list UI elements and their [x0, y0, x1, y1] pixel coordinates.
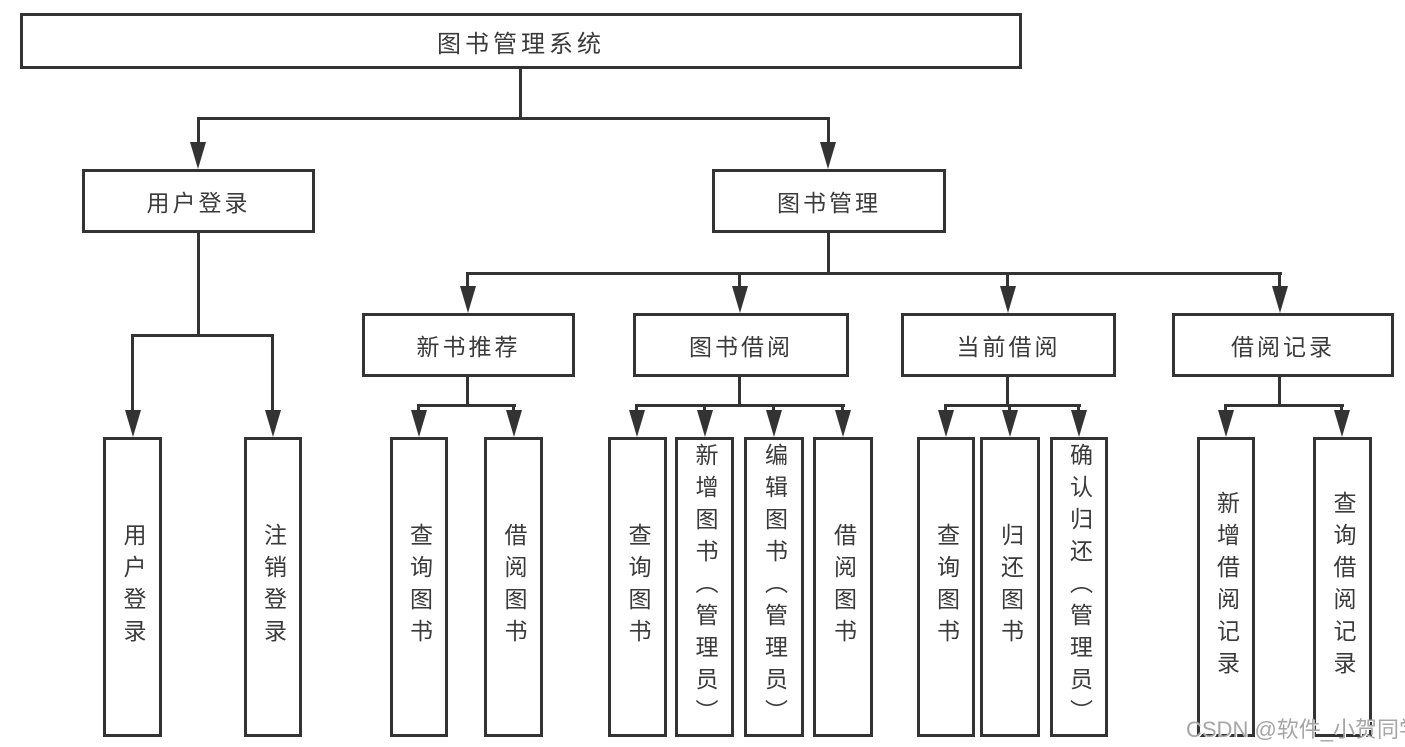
- connector-line: [635, 404, 638, 414]
- leaf-query-books-borrow: 查询图书: [608, 437, 667, 737]
- leaf-label: 查询借阅记录: [1330, 491, 1356, 683]
- connector-line: [1008, 404, 1011, 414]
- connector-line: [197, 233, 200, 335]
- leaf-label: 编辑图书（管理员）: [761, 443, 788, 731]
- csdn-watermark: CSDN @软件_小贺同学: [1186, 717, 1405, 742]
- leaf-query-books-current: 查询图书: [917, 437, 975, 737]
- node-label: 图书借阅: [689, 334, 793, 360]
- connector-line: [512, 404, 515, 414]
- arrow-down-icon: [190, 142, 206, 169]
- leaf-label: 查询图书: [625, 523, 651, 651]
- leaf-add-borrow-record: 新增借阅记录: [1197, 437, 1255, 737]
- leaf-label: 新增图书（管理员）: [692, 443, 718, 731]
- node-label: 图书管理: [777, 190, 881, 216]
- connector-line: [703, 404, 706, 414]
- connector-line: [1006, 377, 1009, 406]
- connector-line: [772, 404, 775, 414]
- arrow-down-icon: [697, 410, 713, 437]
- arrow-down-icon: [820, 142, 836, 169]
- arrow-down-icon: [265, 410, 281, 437]
- leaf-label: 新增借阅记录: [1213, 491, 1240, 683]
- connector-line: [466, 272, 469, 290]
- connector-line: [519, 69, 522, 118]
- connector-line: [466, 377, 469, 406]
- arrow-down-icon: [1071, 410, 1087, 437]
- arrow-down-icon: [938, 410, 954, 437]
- leaf-return-books: 归还图书: [980, 437, 1040, 737]
- connector-line: [944, 404, 947, 414]
- connector-line: [944, 404, 1081, 407]
- connector-line: [1224, 404, 1227, 414]
- leaf-label: 借阅图书: [830, 523, 857, 651]
- node-label: 图书管理系统: [437, 30, 605, 58]
- node-label: 用户登录: [146, 190, 251, 216]
- connector-line: [1278, 272, 1281, 290]
- arrow-down-icon: [1218, 410, 1234, 437]
- leaf-label: 归还图书: [997, 523, 1024, 651]
- leaf-query-borrow-record: 查询借阅记录: [1313, 437, 1372, 737]
- node-book-borrow: 图书借阅: [633, 313, 849, 377]
- leaf-borrow-books-recommend: 借阅图书: [484, 437, 543, 737]
- connector-line: [197, 117, 200, 146]
- arrow-down-icon: [766, 410, 782, 437]
- node-new-book-recommend: 新书推荐: [362, 313, 575, 377]
- node-label: 新书推荐: [416, 334, 521, 360]
- leaf-confirm-return-admin: 确认归还（管理员）: [1050, 437, 1108, 737]
- node-book-management: 图书管理: [712, 169, 946, 233]
- connector-line: [197, 117, 830, 120]
- leaf-label: 注销登录: [260, 523, 287, 651]
- arrow-down-icon: [1334, 410, 1350, 437]
- arrow-down-icon: [125, 410, 141, 437]
- connector-line: [1340, 404, 1343, 414]
- connector-line: [417, 404, 420, 414]
- leaf-borrow-books: 借阅图书: [813, 437, 873, 737]
- arrow-down-icon: [835, 410, 851, 437]
- connector-line: [466, 272, 1282, 275]
- connector-line: [1278, 377, 1281, 406]
- arrow-down-icon: [629, 410, 645, 437]
- connector-line: [827, 233, 830, 275]
- arrow-down-icon: [1002, 410, 1018, 437]
- leaf-logout: 注销登录: [244, 437, 302, 737]
- leaf-edit-books-admin: 编辑图书（管理员）: [744, 437, 804, 737]
- connector-line: [417, 404, 516, 407]
- connector-line: [1077, 404, 1080, 414]
- leaf-query-books-recommend: 查询图书: [390, 437, 448, 737]
- connector-line: [738, 272, 741, 290]
- node-user-login: 用户登录: [82, 169, 315, 233]
- node-label: 借阅记录: [1231, 334, 1335, 360]
- leaf-label: 查询图书: [933, 523, 960, 651]
- arrow-down-icon: [732, 286, 748, 313]
- leaf-user-login: 用户登录: [103, 437, 162, 737]
- arrow-down-icon: [460, 286, 476, 313]
- connector-line: [827, 117, 830, 146]
- connector-line: [271, 334, 274, 414]
- connector-line: [131, 334, 134, 414]
- connector-line: [738, 377, 741, 406]
- arrow-down-icon: [506, 410, 522, 437]
- leaf-label: 借阅图书: [501, 523, 527, 651]
- connector-line: [841, 404, 844, 414]
- leaf-label: 查询图书: [406, 523, 433, 651]
- connector-line: [635, 404, 845, 407]
- leaf-add-books-admin: 新增图书（管理员）: [675, 437, 734, 737]
- node-current-borrow: 当前借阅: [901, 313, 1116, 377]
- connector-line: [1006, 272, 1009, 290]
- connector-line: [131, 334, 274, 337]
- leaf-label: 确认归还（管理员）: [1066, 443, 1093, 731]
- leaf-label: 用户登录: [120, 523, 146, 651]
- node-borrow-records: 借阅记录: [1172, 313, 1394, 377]
- connector-line: [1224, 404, 1344, 407]
- arrow-down-icon: [1000, 286, 1016, 313]
- node-library-management-system: 图书管理系统: [20, 13, 1022, 69]
- node-label: 当前借阅: [956, 334, 1061, 360]
- arrow-down-icon: [411, 410, 427, 437]
- arrow-down-icon: [1272, 286, 1288, 313]
